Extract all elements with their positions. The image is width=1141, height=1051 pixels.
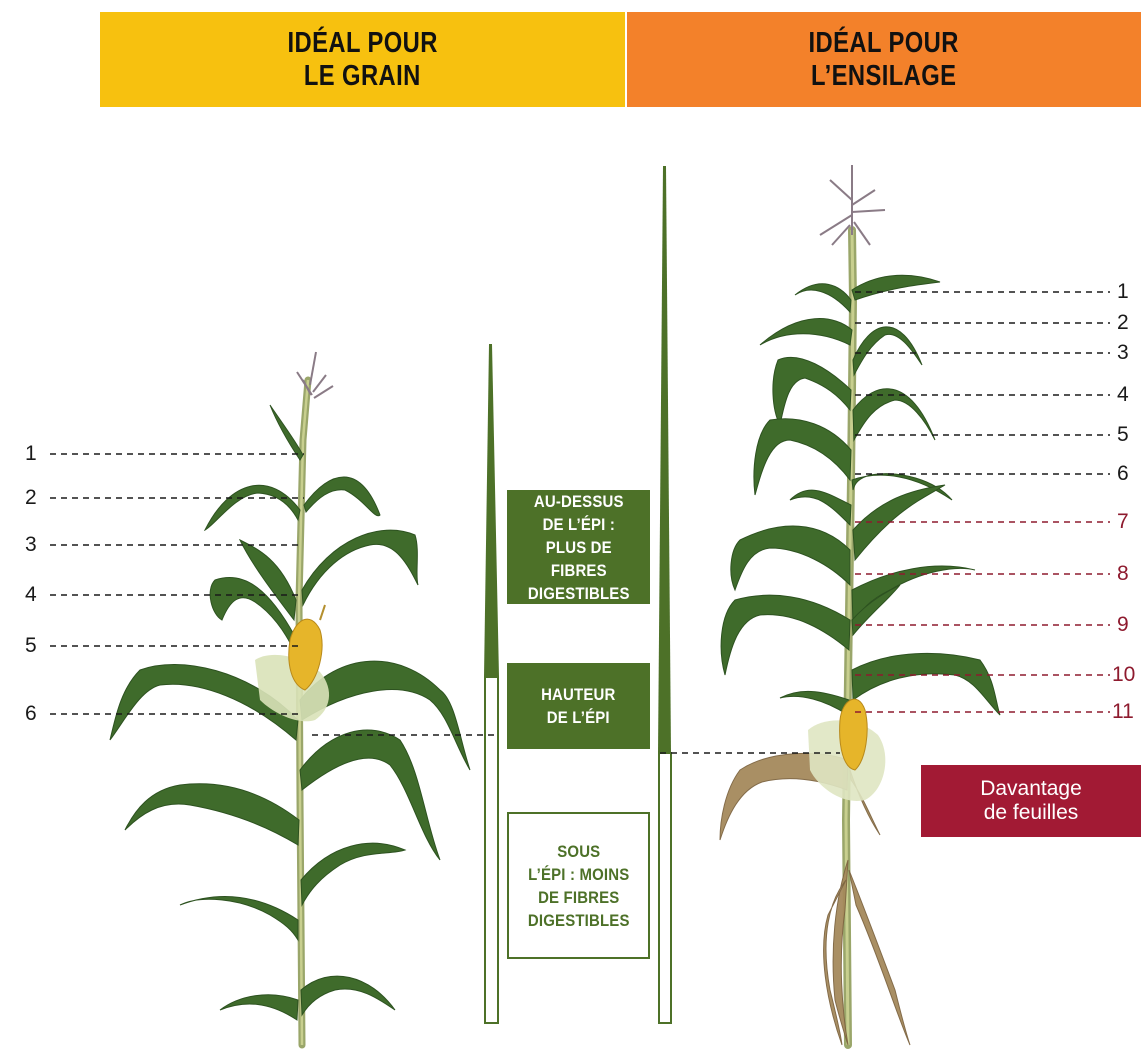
left-leader-lines <box>50 453 498 736</box>
below-ear-box: SOUS L’ÉPI : MOINS DE FIBRES DIGESTIBLES <box>507 812 650 959</box>
right-leaf-number-2: 2 <box>1117 311 1129 334</box>
right-leaf-number-3: 3 <box>1117 341 1129 364</box>
left-wedge <box>484 344 499 677</box>
above-ear-box: AU-DESSUS DE L’ÉPI : PLUS DE FIBRES DIGE… <box>507 490 650 604</box>
right-leaf-number-6: 6 <box>1117 462 1129 485</box>
above-ear-text: AU-DESSUS DE L’ÉPI : PLUS DE FIBRES DIGE… <box>527 491 630 603</box>
right-corn-ear <box>808 698 886 801</box>
left-leaf-number-5: 5 <box>25 634 37 657</box>
right-leaf-number-7: 7 <box>1117 510 1129 533</box>
right-leaf-number-11: 11 <box>1112 700 1134 723</box>
right-extra-leader-lines <box>855 521 1110 713</box>
ear-height-indicator <box>484 166 672 1024</box>
right-leaf-number-8: 8 <box>1117 562 1129 585</box>
right-leaf-number-1: 1 <box>1117 280 1129 303</box>
banner-grain-line1: IDÉAL POUR <box>287 26 438 59</box>
right-corn-plant <box>719 165 1001 1049</box>
banner-silage: IDÉAL POUR L’ENSILAGE <box>627 12 1141 107</box>
ear-height-text: HAUTEUR DE L’ÉPI <box>541 685 616 727</box>
left-bar <box>484 676 499 1024</box>
left-leaf-number-3: 3 <box>25 533 37 556</box>
banner-grain: IDÉAL POUR LE GRAIN <box>100 12 625 107</box>
left-leaf-number-2: 2 <box>25 486 37 509</box>
right-leader-lines <box>660 291 1110 754</box>
left-leaf-number-6: 6 <box>25 702 37 725</box>
right-leaf-number-4: 4 <box>1117 383 1129 406</box>
left-leaf-number-4: 4 <box>25 583 37 606</box>
left-corn-plant <box>109 351 471 1049</box>
right-leaf-number-10: 10 <box>1112 663 1136 686</box>
right-leaf-number-5: 5 <box>1117 423 1129 446</box>
banner-grain-line2: LE GRAIN <box>304 59 421 92</box>
ear-height-box: HAUTEUR DE L’ÉPI <box>507 663 650 749</box>
banner-silage-line1: IDÉAL POUR <box>808 26 960 59</box>
right-leaf-number-9: 9 <box>1117 613 1129 636</box>
left-corn-ear <box>255 604 330 722</box>
left-leaf-number-1: 1 <box>25 442 37 465</box>
below-ear-text: SOUS L’ÉPI : MOINS DE FIBRES DIGESTIBLES <box>527 841 630 930</box>
banner-silage-line2: L’ENSILAGE <box>811 59 957 92</box>
right-wedge <box>658 166 671 753</box>
more-leaves-callout: Davantage de feuilles <box>921 765 1141 837</box>
right-bar <box>658 752 672 1024</box>
